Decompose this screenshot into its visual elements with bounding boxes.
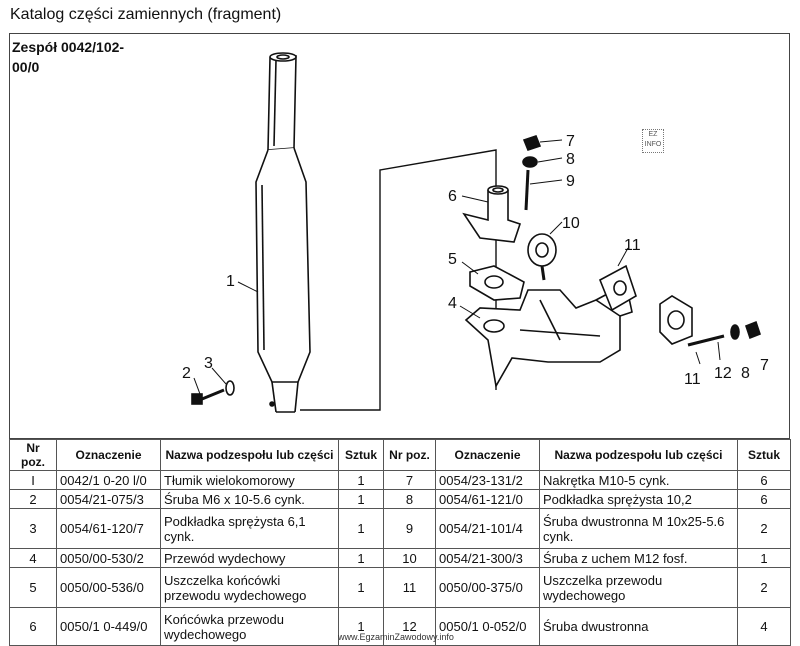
cell-name: Śruba dwustronna M 10x25-5.6 cynk.: [539, 508, 738, 549]
callout-11-lower: 11: [684, 371, 701, 388]
cell-nr: 11: [383, 567, 436, 608]
header-nazwa-2: Nazwa podzespołu lub części: [539, 439, 738, 471]
cell-qty: 1: [338, 489, 384, 509]
exhaust-pipe-part: [464, 282, 633, 389]
cell-code: 0054/21-101/4: [435, 508, 540, 549]
source-footer: www.EgzaminZawodowy.info: [338, 632, 454, 642]
header-nr-poz-2: Nr poz.: [383, 439, 436, 471]
cell-code: 0054/21-075/3: [56, 489, 161, 509]
header-sztuk: Sztuk: [338, 439, 384, 471]
cell-name: Uszczelka końcówki przewodu wydechowego: [160, 567, 339, 608]
callout-8: 8: [566, 151, 575, 168]
table-row: I 0042/1 0-20 l/0 Tłumik wielokomorowy 1…: [9, 470, 791, 490]
table-row: 3 0054/61-120/7 Podkładka sprężysta 6,1 …: [9, 508, 791, 549]
cell-nr: 4: [9, 548, 57, 568]
end-piece-part: [462, 185, 522, 243]
cell-name: Podkładka sprężysta 6,1 cynk.: [160, 508, 339, 549]
cell-code: 0050/1 0-449/0: [56, 607, 161, 646]
cell-name: Podkładka sprężysta 10,2: [539, 489, 738, 509]
cell-code: 0050/00-536/0: [56, 567, 161, 608]
table-row: 2 0054/21-075/3 Śruba M6 x 10-5.6 cynk. …: [9, 489, 791, 509]
cell-nr: 12: [383, 607, 436, 646]
callout-6: 6: [448, 188, 457, 205]
callout-3: 3: [204, 355, 213, 372]
callout-7-right: 7: [760, 357, 769, 374]
cell-qty: 6: [737, 470, 791, 490]
cell-qty: 1: [338, 548, 384, 568]
cell-name: Śruba z uchem M12 fosf.: [539, 548, 738, 568]
cell-nr: 6: [9, 607, 57, 646]
exploded-drawing: 1 2 3 4 5 6 7 8 9 10 11 11 12 8 7: [182, 52, 769, 413]
cell-qty: 6: [737, 489, 791, 509]
cell-qty: 4: [737, 607, 791, 646]
drawing-frame: [9, 33, 790, 439]
callout-4: 4: [448, 295, 457, 312]
watermark-stamp: EZ INFO: [642, 129, 664, 153]
callout-5: 5: [448, 251, 457, 268]
assembly-number: Zespół 0042/102-00/0: [12, 39, 125, 75]
callout-10: 10: [562, 215, 580, 232]
muffler-part: [255, 52, 311, 413]
cell-qty: 1: [338, 607, 384, 646]
cell-nr: 5: [9, 567, 57, 608]
cell-code: 0054/23-131/2: [435, 470, 540, 490]
cell-nr: 2: [9, 489, 57, 509]
header-nr-poz: Nr poz.: [9, 439, 57, 471]
cell-code: 0050/00-375/0: [435, 567, 540, 608]
parts-table: Nr poz. Oznaczenie Nazwa podzespołu lub …: [9, 439, 791, 646]
cell-code: 0054/61-120/7: [56, 508, 161, 549]
cell-code: 0054/21-300/3: [435, 548, 540, 568]
gasket-part: [469, 265, 525, 301]
callout-2: 2: [182, 365, 191, 382]
upper-fasteners: [522, 135, 542, 211]
right-fasteners: [687, 320, 761, 347]
cell-qty: 1: [338, 508, 384, 549]
callout-7: 7: [566, 133, 575, 150]
cell-nr: 9: [383, 508, 436, 549]
table-row: 5 0050/00-536/0 Uszczelka końcówki przew…: [9, 567, 791, 608]
header-nazwa: Nazwa podzespołu lub części: [160, 439, 339, 471]
cell-name: Śruba M6 x 10-5.6 cynk.: [160, 489, 339, 509]
callout-8-right: 8: [741, 365, 750, 382]
header-sztuk-2: Sztuk: [737, 439, 791, 471]
table-row: 4 0050/00-530/2 Przewód wydechowy 1 10 0…: [9, 548, 791, 568]
cell-qty: 2: [737, 567, 791, 608]
cell-nr: 8: [383, 489, 436, 509]
cell-name: Tłumik wielokomorowy: [160, 470, 339, 490]
cell-name: Uszczelka przewodu wydechowego: [539, 567, 738, 608]
cell-qty: 1: [338, 567, 384, 608]
header-oznaczenie: Oznaczenie: [56, 439, 161, 471]
cell-qty: 1: [737, 548, 791, 568]
right-gasket-part: [598, 264, 637, 312]
cell-name: Nakrętka M10-5 cynk.: [539, 470, 738, 490]
cell-qty: 1: [338, 470, 384, 490]
cell-name: Końcówka przewodu wydechowego: [160, 607, 339, 646]
cell-code: 0050/00-530/2: [56, 548, 161, 568]
callout-11-upper: 11: [624, 237, 641, 254]
table-header-row: Nr poz. Oznaczenie Nazwa podzespołu lub …: [9, 439, 791, 471]
cell-nr: 7: [383, 470, 436, 490]
callout-9: 9: [566, 173, 575, 190]
cell-name: Śruba dwustronna: [539, 607, 738, 646]
callout-1: 1: [226, 273, 235, 290]
cell-code: 0042/1 0-20 l/0: [56, 470, 161, 490]
flange-part: [659, 295, 693, 345]
cell-nr: I: [9, 470, 57, 490]
callout-12: 12: [714, 365, 732, 382]
cell-qty: 2: [737, 508, 791, 549]
cell-name: Przewód wydechowy: [160, 548, 339, 568]
cell-code: 0050/1 0-052/0: [435, 607, 540, 646]
cell-code: 0054/61-121/0: [435, 489, 540, 509]
cell-nr: 3: [9, 508, 57, 549]
cell-nr: 10: [383, 548, 436, 568]
bolt-part: [191, 380, 235, 405]
page-title: Katalog części zamiennych (fragment): [10, 6, 282, 23]
header-oznaczenie-2: Oznaczenie: [435, 439, 540, 471]
eye-bolt-part: [527, 233, 557, 281]
